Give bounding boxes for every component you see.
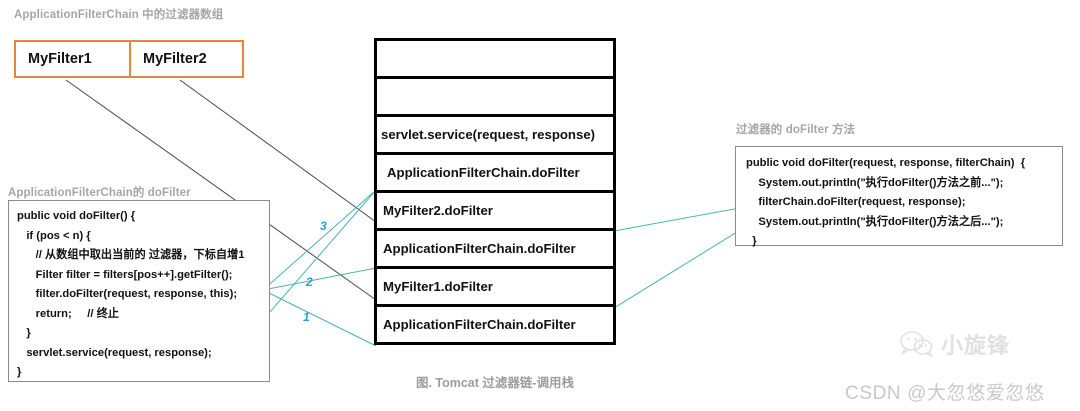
code-line: if (pos < n) {: [17, 229, 91, 242]
filter-cell-myfilter1[interactable]: MyFilter1: [16, 42, 129, 76]
stack-row-label: ApplicationFilterChain.doFilter: [383, 317, 576, 332]
connector-leftcode-step2: [262, 267, 377, 291]
filter-array-caption: ApplicationFilterChain 中的过滤器数组: [14, 9, 224, 21]
stack-row: [377, 79, 613, 117]
code-line: }: [17, 327, 31, 339]
code-line: return; // 终止: [17, 307, 119, 320]
wechat-watermark-text: 小旋锋: [941, 333, 1011, 358]
call-stack: servlet.service(request, response) Appli…: [374, 38, 616, 345]
stack-row-label: ApplicationFilterChain.doFilter: [387, 165, 580, 180]
code-line: System.out.println("执行doFilter()方法之后..."…: [746, 215, 1004, 228]
stack-row: MyFilter1.doFilter: [377, 269, 613, 307]
filter-cell-myfilter2[interactable]: MyFilter2: [129, 42, 242, 76]
code-line: System.out.println("执行doFilter()方法之前..."…: [746, 176, 1004, 189]
wechat-watermark: 小旋锋: [900, 328, 1010, 360]
code-body: public void doFilter() { if (pos < n) { …: [9, 201, 269, 383]
stack-row: ApplicationFilterChain.doFilter: [377, 155, 613, 193]
call-stack-caption: 图. Tomcat 过滤器链-调用栈: [415, 376, 575, 390]
code-line: public void doFilter(request, response, …: [746, 157, 1026, 169]
code-line: servlet.service(request, response);: [17, 346, 212, 359]
stack-row: [377, 41, 613, 79]
step-number-1: 1: [303, 310, 310, 324]
stack-row-label: MyFilter1.doFilter: [383, 279, 493, 294]
stack-row: ApplicationFilterChain.doFilter: [377, 231, 613, 269]
code-line: filter.doFilter(request, response, this)…: [17, 288, 238, 300]
stack-row: ApplicationFilterChain.doFilter: [377, 307, 613, 345]
step-number-2: 2: [306, 275, 313, 289]
left-code-caption: ApplicationFilterChain的 doFilter: [8, 187, 191, 199]
stack-row-label: MyFilter2.doFilter: [383, 203, 493, 218]
code-line: Filter filter = filters[pos++].getFilter…: [17, 268, 233, 281]
code-line: filterChain.doFilter(request, response);: [746, 196, 966, 208]
filter-cell-label: MyFilter1: [28, 51, 92, 67]
filter-dofilter-code: public void doFilter(request, response, …: [735, 146, 1063, 247]
connector-leftcode-step1: [262, 289, 377, 347]
connector-leftcode-step3: [262, 189, 377, 291]
applicationfilterchain-dofilter-code: public void doFilter() { if (pos < n) { …: [8, 200, 270, 382]
filter-cell-label: MyFilter2: [143, 51, 207, 67]
stack-row: servlet.service(request, response): [377, 117, 613, 155]
csdn-watermark: CSDN @大忽悠爱忽悠: [845, 383, 1045, 404]
stack-row-label: ApplicationFilterChain.doFilter: [383, 241, 576, 256]
code-line: // 从数组中取出当前的 过滤器，下标自增1: [17, 249, 245, 261]
code-body: public void doFilter(request, response, …: [736, 147, 1062, 252]
stack-row-label: servlet.service(request, response): [381, 127, 596, 142]
stack-row: MyFilter2.doFilter: [377, 193, 613, 231]
step-number-3: 3: [320, 219, 327, 233]
code-line: }: [17, 366, 22, 378]
filter-array: MyFilter1 MyFilter2: [14, 40, 244, 78]
right-code-caption: 过滤器的 doFilter 方法: [736, 124, 856, 136]
code-line: }: [746, 235, 757, 247]
code-line: public void doFilter() {: [17, 210, 136, 222]
wechat-icon: [900, 331, 934, 358]
